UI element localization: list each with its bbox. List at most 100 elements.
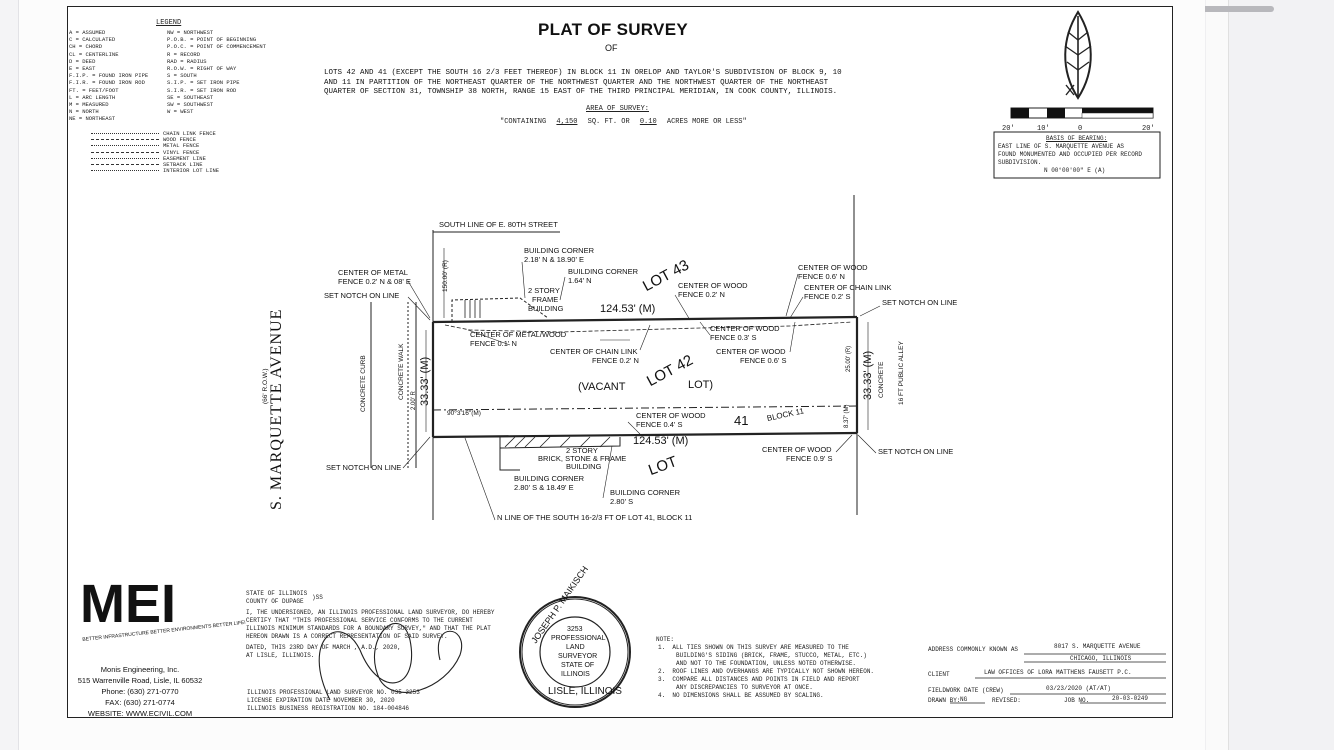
wood-fence-06n-dim: FENCE 0.6' N	[798, 272, 845, 281]
legend-line-type-5: SETBACK LINE	[163, 161, 203, 168]
small-837: 8.37' (M)	[844, 404, 850, 428]
legend-abbrev-left-1: C = CALCULATED	[69, 36, 116, 44]
legend-line-type-2: METAL FENCE	[163, 142, 200, 150]
vacant-lot-2: LOT)	[688, 379, 714, 391]
frame-building-1: 2 STORY	[528, 286, 560, 295]
curb-label: CONCRETE CURB	[360, 355, 367, 412]
legend-abbrev-right-10: SW = SOUTHWEST	[167, 101, 214, 108]
legend-line-type-3: VINYL FENCE	[163, 148, 200, 156]
company-name: Monis Engineering, Inc.	[100, 665, 180, 674]
building-corner-3-dim: 2.80' S & 18.49' E	[514, 483, 574, 492]
legend-abbrev-left-0: A = ASSUMED	[69, 29, 106, 36]
legend-abbrev-left-8: FT. = FEET/FOOT	[69, 86, 119, 94]
legend-line-sample-1	[91, 139, 159, 141]
bearing-box	[993, 131, 1161, 179]
legend-abbrev-right-9: SE = SOUTHEAST	[167, 93, 214, 101]
company-phone: Phone: (630) 271-0770	[101, 687, 179, 696]
note-line-6: 4. NO DIMENSIONS SHALL BE ASSUMED BY SCA…	[658, 692, 824, 699]
legal-description: LOTS 42 AND 41 (EXCEPT THE SOUTH 16 2/3 …	[324, 69, 842, 96]
legend-line-type-0: CHAIN LINK FENCE	[163, 130, 216, 137]
company-address: 515 Warrenville Road, Lisle, IL 60532	[77, 676, 203, 685]
building-corner-1: BUILDING CORNER	[524, 246, 595, 255]
legend-line-sample-0	[91, 133, 159, 134]
legend-abbrev-right-8: S.I.R. = SET IRON ROD	[167, 86, 237, 94]
legend-abbrev-left-6: F.I.P. = FOUND IRON PIPE	[69, 72, 149, 80]
legend-abbrev-right-6: S = SOUTH	[167, 72, 197, 80]
chain-fence-02n: CENTER OF CHAIN LINK	[550, 347, 638, 356]
row-label: (66' R.O.W.)	[262, 368, 269, 404]
legend-abbrev-left-2: CH = CHORD	[69, 43, 103, 51]
scale-bar	[1010, 107, 1154, 119]
legend-abbrev-left-3: CL = CENTERLINE	[69, 50, 119, 58]
bottom-dimension: 124.53' (M)	[633, 435, 689, 447]
legend-abbrev-left-5: E = EAST	[69, 65, 96, 72]
legend-abbrev-right-3: R = RECORD	[167, 50, 201, 58]
legend-abbrev-right-7: S.I.P. = SET IRON PIPE	[167, 79, 240, 87]
chain-fence-02s: CENTER OF CHAIN LINK	[804, 283, 892, 292]
top-dimension: 124.53' (M)	[600, 303, 656, 315]
chain-fence-02s-dim: FENCE 0.2' S	[804, 292, 851, 301]
wood-fence-06n: CENTER OF WOOD	[798, 263, 868, 272]
legend-line-sample-2	[91, 145, 159, 147]
wood-fence-06s-dim: FENCE 0.6' S	[740, 356, 787, 365]
legend-abbrev-right-1: P.O.B. = POINT OF BEGINNING	[167, 36, 257, 44]
metal-fence-dim: FENCE 0.2' N & 08' E	[338, 277, 411, 286]
building-corner-1-dim: 2.18' N & 18.90' E	[524, 255, 584, 264]
alley-label-2: 16 FT PUBLIC ALLEY	[898, 341, 905, 405]
wood-fence-03s: CENTER OF WOOD	[710, 324, 780, 333]
note-line-1: BUILDING'S SIDING (BRICK, FRAME, STUCCO,…	[658, 652, 867, 659]
area-line: "CONTAINING 4,150 SQ. FT. OR 0.10 ACRES …	[500, 118, 747, 126]
note-line-0: 1. ALL TIES SHOWN ON THIS SURVEY ARE MEA…	[658, 644, 849, 651]
brick-building-3: BUILDING	[566, 462, 602, 471]
dim-150: 150.00' (R)	[442, 260, 449, 292]
survey-drawing	[370, 195, 881, 521]
wood-fence-04s: CENTER OF WOOD	[636, 411, 706, 420]
west-small: 2.00' R	[411, 391, 417, 410]
wood-fence-03s-dim: FENCE 0.3' S	[710, 333, 757, 342]
info-table-lines	[950, 653, 1166, 704]
legend-heading: LEGEND	[156, 19, 182, 27]
wood-fence-02n-dim: FENCE 0.2' N	[678, 290, 725, 299]
plat-border	[67, 6, 1173, 718]
frame-building-3: BUILDING	[528, 304, 564, 313]
note-line-2: AND NOT TO THE FOUNDATION, UNLESS NOTED …	[658, 660, 857, 667]
scroll-handle[interactable]	[1202, 6, 1274, 12]
frame-building-2: FRAME	[532, 295, 559, 304]
alley-label-1: CONCRETE	[878, 361, 885, 398]
metal-wood-fence-dim: FENCE 0.1' N	[470, 339, 517, 348]
metal-fence-label: CENTER OF METAL	[338, 268, 408, 277]
viewer-left-gutter	[0, 0, 19, 750]
notch-ne: SET NOTCH ON LINE	[882, 298, 958, 307]
wood-fence-06s: CENTER OF WOOD	[716, 347, 786, 356]
company-fax: FAX: (630) 271-0774	[105, 698, 175, 707]
walk-label: CONCRETE WALK	[398, 343, 405, 400]
page-title: PLAT OF SURVEY	[538, 20, 688, 39]
company-website[interactable]: WEBSITE: WWW.ECIVIL.COM	[87, 709, 193, 718]
building-corner-4: BUILDING CORNER	[610, 488, 681, 497]
legend-line-sample-3	[91, 151, 159, 153]
legend-abbrev-right-0: NW = NORTHWEST	[167, 29, 214, 36]
legend-abbrev-right-4: RAD = RADIUS	[167, 57, 207, 65]
legend-abbrev-left-12: NE = NORTHEAST	[69, 115, 116, 123]
south-line-label: SOUTH LINE OF E. 80TH STREET	[439, 220, 558, 229]
legend-abbrev-right-5: R.O.W. = RIGHT OF WAY	[167, 65, 237, 72]
notch-nw: SET NOTCH ON LINE	[324, 291, 400, 300]
legend-abbrev-left-7: F.I.R. = FOUND IRON ROD	[69, 79, 145, 87]
legend-line-type-4: EASEMENT LINE	[163, 154, 206, 162]
wood-fence-04s-dim: FENCE 0.4' S	[636, 420, 683, 429]
n-line-label: N LINE OF THE SOUTH 16-2/3 FT OF LOT 41,…	[497, 513, 693, 522]
vacant-lot-1: (VACANT	[578, 381, 626, 393]
legend-abbrev-left-10: M = MEASURED	[69, 101, 109, 108]
street-name: S. MARQUETTE AVENUE	[268, 308, 285, 510]
legend-line-sample-6	[91, 170, 159, 172]
brick-building-1: 2 STORY	[566, 446, 598, 455]
building-corner-4-dim: 2.80' S	[610, 497, 634, 506]
surveyor-seal-icon	[519, 596, 631, 708]
building-corner-3: BUILDING CORNER	[514, 474, 585, 483]
legend-abbrev-left-4: D = DEED	[69, 57, 96, 65]
east-dimension: 33.33' (M)	[862, 350, 874, 400]
svg-text:MEI: MEI	[80, 574, 176, 634]
wood-fence-09s: CENTER OF WOOD	[762, 445, 832, 454]
lot-41-number: 41	[734, 413, 749, 428]
metal-wood-fence: CENTER OF METAL/WOOD	[470, 330, 567, 339]
